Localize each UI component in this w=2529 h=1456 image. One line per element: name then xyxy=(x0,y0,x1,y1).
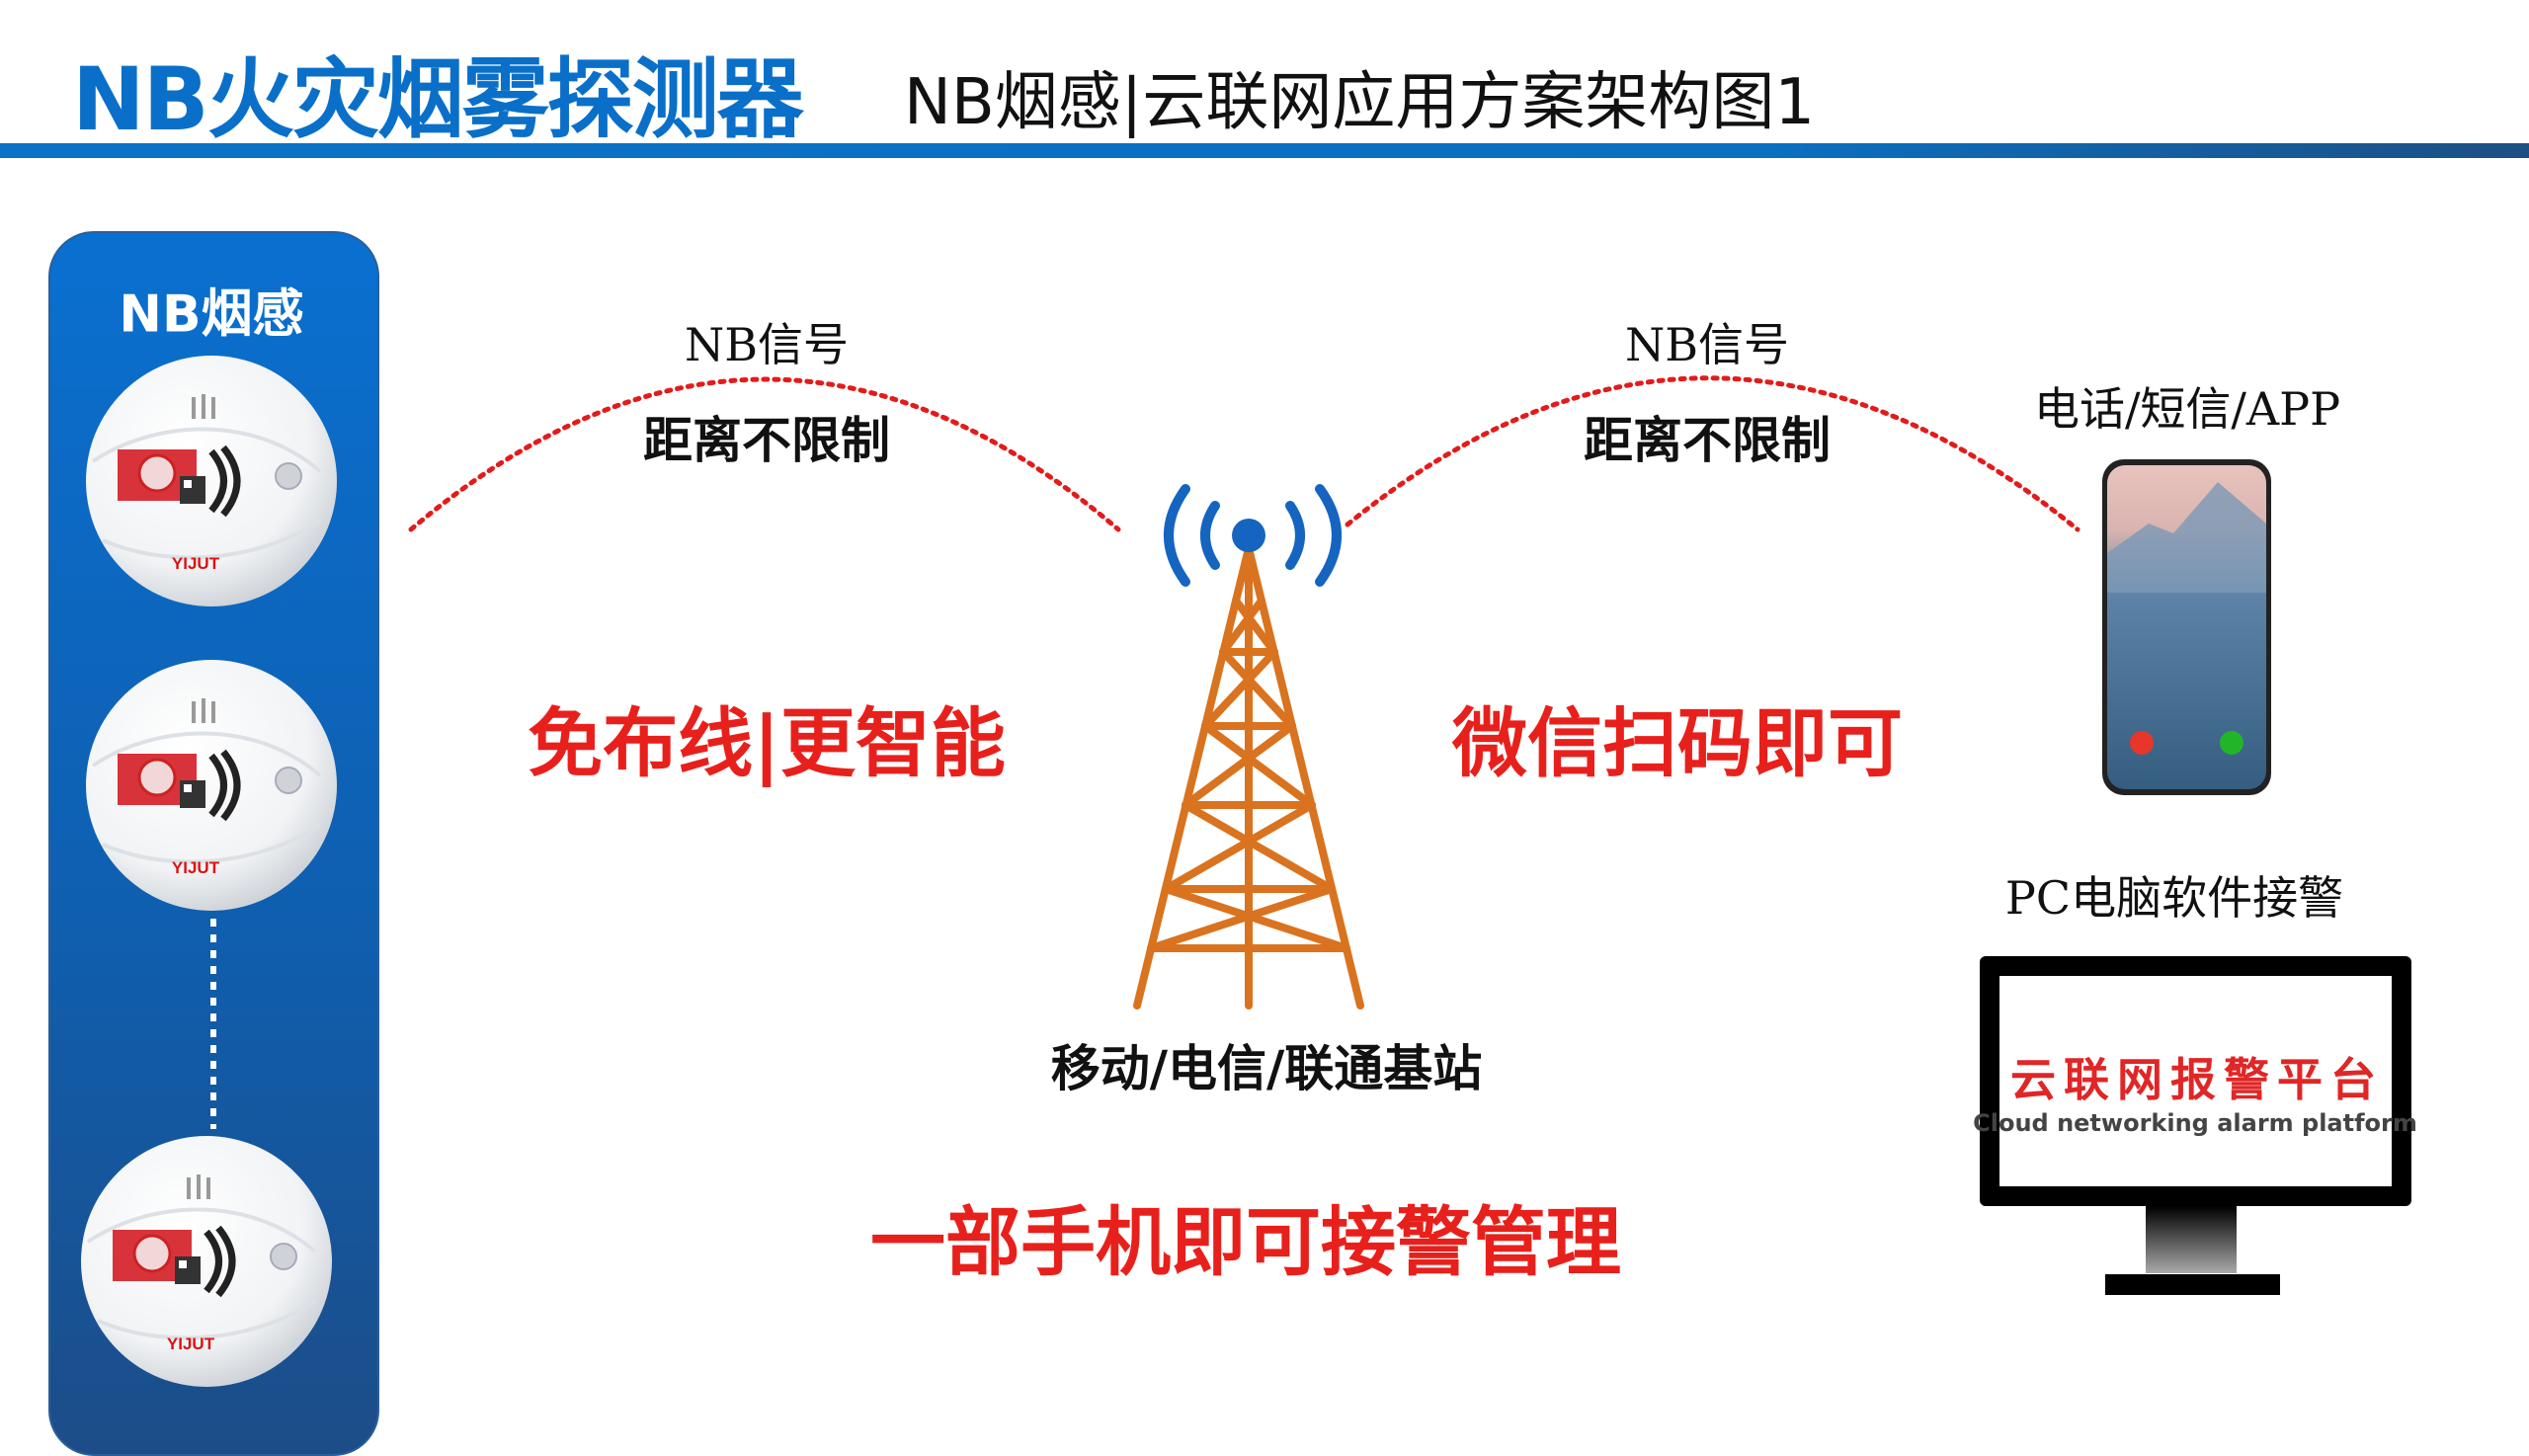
cell-tower-icon xyxy=(1133,544,1364,1010)
slogan-right: 微信扫码即可 xyxy=(1452,699,1903,787)
device-panel-title: NB烟感 xyxy=(119,284,304,345)
slogan-left: 免布线|更智能 xyxy=(528,699,1006,787)
device-brand-label-3: YIJUT xyxy=(166,1335,215,1353)
slogan-bottom: 一部手机即可接警管理 xyxy=(870,1198,1621,1286)
wireless-signal-icon xyxy=(1164,484,1342,587)
signal-label-right: NB信号 xyxy=(1624,318,1790,371)
signal-arc-right xyxy=(1345,375,2080,532)
device-brand-label-2: YIJUT xyxy=(171,858,220,877)
base-station-label: 移动/电信/联通基站 xyxy=(1050,1039,1483,1097)
title-divider xyxy=(0,143,2529,158)
platform-title: 云联网报警平台 xyxy=(2010,1053,2384,1106)
signal-arc-left xyxy=(408,376,1121,532)
phone-label: 电话/短信/APP xyxy=(2033,382,2341,436)
pc-monitor-icon xyxy=(1980,956,2411,1295)
page-title: NB火灾烟雾探测器 xyxy=(72,48,804,150)
signal-label-left: NB信号 xyxy=(684,318,850,371)
distance-note-right: 距离不限制 xyxy=(1584,411,1831,469)
distance-note-left: 距离不限制 xyxy=(643,411,890,469)
page-subtitle: NB烟感|云联网应用方案架构图1 xyxy=(904,66,1816,139)
platform-subtitle: Cloud networking alarm platform xyxy=(1973,1109,2417,1137)
accept-call-icon xyxy=(2220,731,2243,755)
smartphone-icon xyxy=(2102,459,2271,795)
diagram-graphics xyxy=(0,0,2411,1422)
device-brand-label-1: YIJUT xyxy=(171,554,220,573)
decline-call-icon xyxy=(2130,731,2154,755)
pc-label: PC电脑软件接警 xyxy=(2004,871,2344,925)
